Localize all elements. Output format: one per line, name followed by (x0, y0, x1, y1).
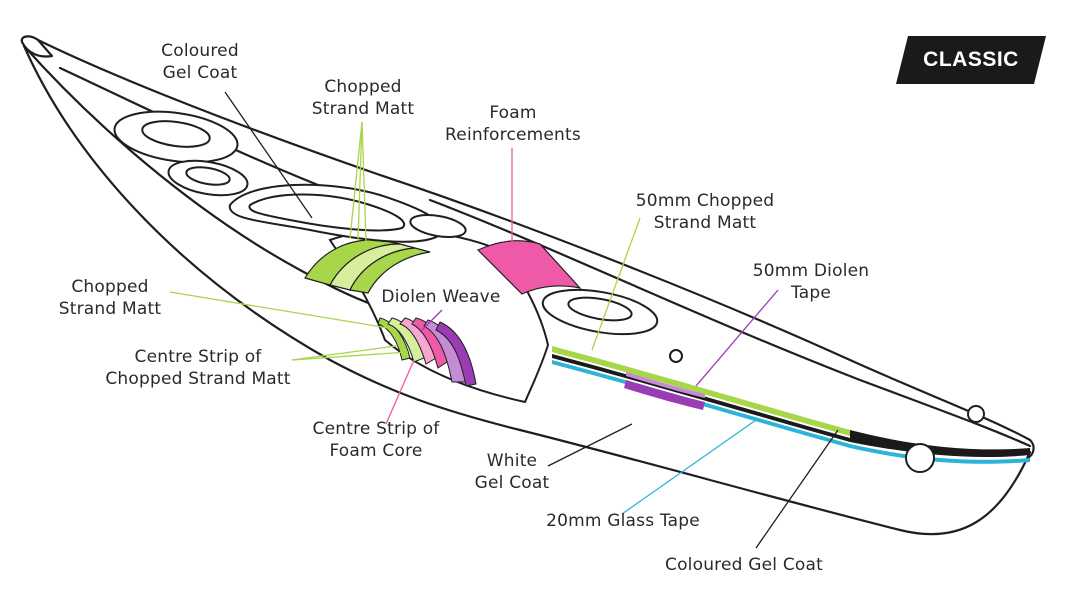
label-foam-reinforcements: Foam Reinforcements (445, 103, 581, 145)
front-hatch-large-inner (141, 120, 211, 148)
seam-tapes (552, 346, 1030, 464)
leader-50mm-chopped (591, 217, 641, 351)
leader-centre-csm-a (291, 345, 397, 361)
deck-fitting-small (669, 349, 683, 363)
compass-mount (409, 214, 467, 238)
leader-50mm-diolen (695, 289, 779, 387)
label-chopped-strand-matt-left: Chopped Strand Matt (58, 277, 162, 319)
csm-band (304, 239, 431, 294)
leader-white-gel-coat (547, 423, 633, 467)
badge-label: CLASSIC (923, 48, 1019, 71)
day-hatch-inner (185, 166, 231, 186)
leader-glass-tape (621, 419, 757, 515)
label-coloured-gel-coat-bottom: Coloured Gel Coat (665, 555, 823, 575)
stern-end (1026, 438, 1035, 460)
leader-coloured-gel-coat-top (224, 91, 313, 219)
foam-reinforcement-band (476, 240, 582, 295)
leader-coloured-gel-coat-bottom (755, 429, 839, 549)
label-centre-strip-foam-core: Centre Strip of Foam Core (312, 419, 440, 461)
label-coloured-gel-coat-top: Coloured Gel Coat (161, 41, 239, 83)
hull-bottom-rear (518, 428, 1032, 536)
stern-toggle (905, 443, 935, 473)
deck-edge-top (36, 38, 1032, 442)
label-20mm-glass-tape: 20mm Glass Tape (546, 511, 700, 531)
leader-diolen-weave (419, 309, 443, 333)
label-50mm-diolen-tape: 50mm Diolen Tape (752, 261, 870, 303)
leader-chopped-top-a (349, 121, 363, 239)
leader-chopped-top-c (361, 121, 367, 243)
label-white-gel-coat: White Gel Coat (474, 451, 550, 493)
leader-centre-csm-b (291, 351, 409, 361)
leader-chopped-top-b (357, 121, 363, 241)
leader-lines (169, 91, 839, 549)
label-centre-strip-csm: Centre Strip of Chopped Strand Matt (105, 347, 291, 389)
rear-hatch-inner (567, 296, 633, 322)
badge-background (896, 36, 1046, 84)
label-50mm-chopped-strand-matt: 50mm Chopped Strand Matt (635, 191, 775, 233)
leader-chopped-left (169, 291, 389, 329)
classic-badge: CLASSIC (896, 36, 1046, 84)
deck-fittings (113, 110, 985, 473)
hull-bottom-front (22, 44, 522, 432)
bow-toggle (967, 405, 985, 423)
label-diolen-weave: Diolen Weave (381, 287, 501, 307)
keel-layers (377, 317, 477, 387)
label-chopped-strand-matt-top: Chopped Strand Matt (311, 77, 415, 119)
kayak-hull (20, 35, 1035, 536)
deck-edge-lower (22, 44, 392, 312)
leader-centre-foam (385, 359, 415, 425)
